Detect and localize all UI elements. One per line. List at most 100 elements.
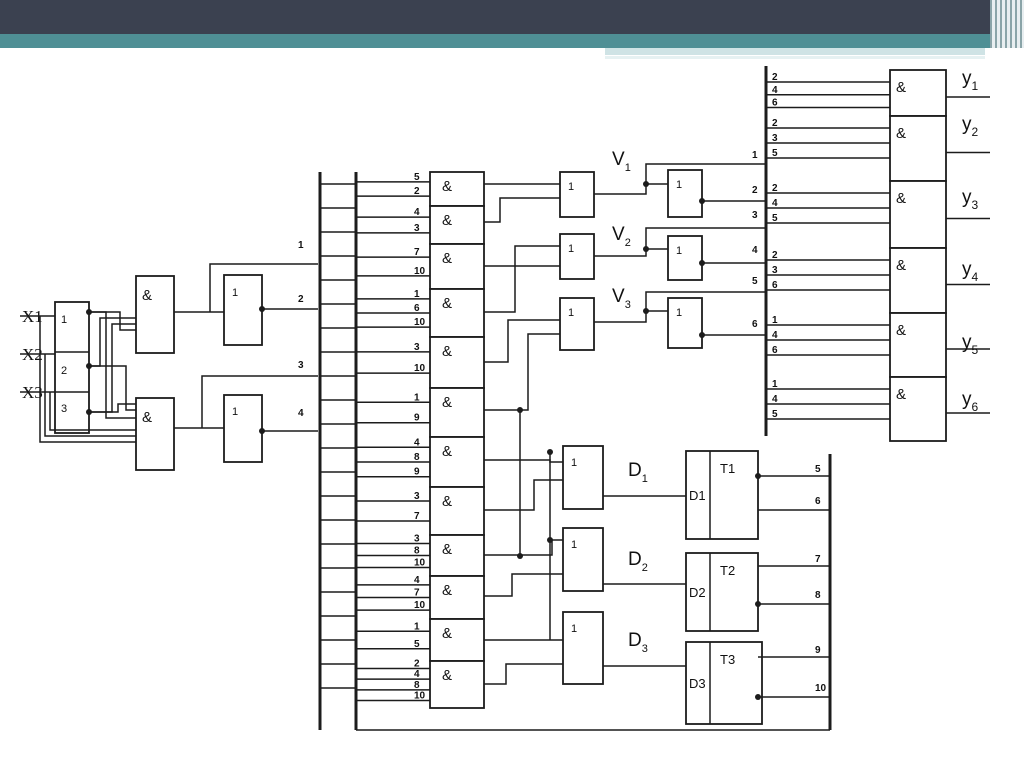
wire bbox=[484, 197, 560, 223]
d-signal-label: D2 bbox=[628, 549, 648, 574]
y-input-label: 2 bbox=[772, 72, 778, 83]
or-gate bbox=[562, 445, 604, 510]
and-gate bbox=[889, 115, 947, 182]
d-trigger bbox=[685, 450, 759, 540]
or-gate-symbol: 1 bbox=[568, 307, 574, 319]
bus-label-1: 1 bbox=[298, 240, 304, 251]
y-output-label: y6 bbox=[962, 389, 979, 414]
slide-accent-stripe-thin bbox=[605, 56, 985, 59]
and-gate-symbol: & bbox=[142, 409, 152, 426]
y-input-label: 6 bbox=[772, 345, 778, 356]
d-trigger bbox=[685, 552, 759, 632]
wire bbox=[484, 459, 563, 463]
wire bbox=[484, 479, 563, 511]
slide-header-bar bbox=[0, 0, 1024, 34]
wire bbox=[49, 392, 136, 431]
d-signal-label: D3 bbox=[628, 630, 648, 655]
or-gate-symbol: 1 bbox=[568, 181, 574, 193]
or-gate bbox=[559, 297, 595, 351]
wire bbox=[594, 248, 668, 257]
and-gate bbox=[429, 387, 485, 438]
junction-dot bbox=[86, 309, 92, 315]
wire bbox=[484, 663, 563, 685]
or-gate bbox=[667, 169, 703, 218]
trigger-output-label: 5 bbox=[815, 464, 821, 475]
right-bus-label-3: 3 bbox=[752, 210, 758, 221]
slide-corner-decoration bbox=[990, 0, 1024, 48]
and-input-label: 3 bbox=[414, 342, 420, 353]
and-gate-symbol: & bbox=[442, 178, 452, 195]
wire bbox=[89, 323, 136, 413]
and-gate-symbol: & bbox=[896, 257, 906, 274]
right-bus-label-5: 5 bbox=[752, 276, 758, 287]
and-input-label: 4 bbox=[414, 207, 420, 218]
register-cell-label: 2 bbox=[61, 365, 67, 377]
wire bbox=[89, 365, 136, 411]
wire bbox=[44, 354, 136, 437]
and-gate-symbol: & bbox=[142, 287, 152, 304]
trigger-output-label: 7 bbox=[815, 554, 821, 565]
junction-dot bbox=[699, 332, 705, 338]
and-input-label: 8 bbox=[414, 680, 420, 691]
register-cell-label: 3 bbox=[61, 403, 67, 415]
wire bbox=[645, 163, 766, 184]
y-input-label: 4 bbox=[772, 198, 778, 209]
and-gate bbox=[429, 618, 485, 662]
and-gate bbox=[429, 436, 485, 488]
trigger-name-label: T3 bbox=[720, 652, 735, 667]
trigger-output-label: 6 bbox=[815, 496, 821, 507]
or-gate-symbol: 1 bbox=[571, 623, 577, 635]
wire bbox=[89, 403, 136, 413]
and-input-label: 10 bbox=[414, 363, 426, 374]
and-input-label: 4 bbox=[414, 669, 420, 680]
y-output-label: y4 bbox=[962, 259, 979, 284]
y-input-label: 6 bbox=[772, 280, 778, 291]
and-gate-symbol: & bbox=[442, 343, 452, 360]
and-gate bbox=[429, 336, 485, 389]
and-gate-symbol: & bbox=[442, 443, 452, 460]
and-input-label: 8 bbox=[414, 546, 420, 557]
and-input-label: 10 bbox=[414, 558, 426, 569]
trigger-input-label: D2 bbox=[689, 585, 706, 600]
and-gate bbox=[429, 575, 485, 620]
and-gate bbox=[429, 486, 485, 536]
y-input-label: 2 bbox=[772, 250, 778, 261]
and-gate-symbol: & bbox=[442, 212, 452, 229]
slide-accent-stripe bbox=[0, 34, 1024, 48]
junction-dot bbox=[755, 473, 761, 479]
trigger-input-label: D1 bbox=[689, 488, 706, 503]
and-gate-symbol: & bbox=[442, 582, 452, 599]
and-gate bbox=[429, 205, 485, 245]
y-input-label: 1 bbox=[772, 379, 778, 390]
and-gate bbox=[889, 69, 947, 117]
and-input-label: 10 bbox=[414, 691, 426, 702]
wire bbox=[645, 227, 766, 249]
junction-dot bbox=[259, 428, 265, 434]
junction-dot bbox=[86, 409, 92, 415]
or-gate-symbol: 1 bbox=[676, 179, 682, 191]
trigger-name-label: T2 bbox=[720, 563, 735, 578]
and-input-label: 8 bbox=[414, 452, 420, 463]
and-gate bbox=[135, 397, 175, 471]
and-gate-symbol: & bbox=[442, 295, 452, 312]
and-gate-symbol: & bbox=[442, 250, 452, 267]
or-gate bbox=[667, 235, 703, 281]
and-input-label: 2 bbox=[414, 186, 420, 197]
right-bus-label-6: 6 bbox=[752, 319, 758, 330]
v-signal-label: V1 bbox=[612, 149, 631, 174]
right-bus-label-1: 1 bbox=[752, 150, 758, 161]
and-input-label: 2 bbox=[414, 658, 420, 669]
y-input-label: 4 bbox=[772, 330, 778, 341]
and-gate bbox=[429, 288, 485, 338]
and-gate bbox=[889, 312, 947, 378]
y-input-label: 4 bbox=[772, 85, 778, 96]
and-gate-symbol: & bbox=[442, 625, 452, 642]
wire bbox=[484, 319, 560, 363]
or-gate bbox=[559, 171, 595, 218]
and-input-label: 3 bbox=[414, 533, 420, 544]
and-input-label: 9 bbox=[414, 413, 420, 424]
register-cell-label: 1 bbox=[61, 314, 67, 326]
and-input-label: 7 bbox=[414, 247, 420, 258]
trigger-output-label: 8 bbox=[815, 590, 821, 601]
y-input-label: 5 bbox=[772, 148, 778, 159]
